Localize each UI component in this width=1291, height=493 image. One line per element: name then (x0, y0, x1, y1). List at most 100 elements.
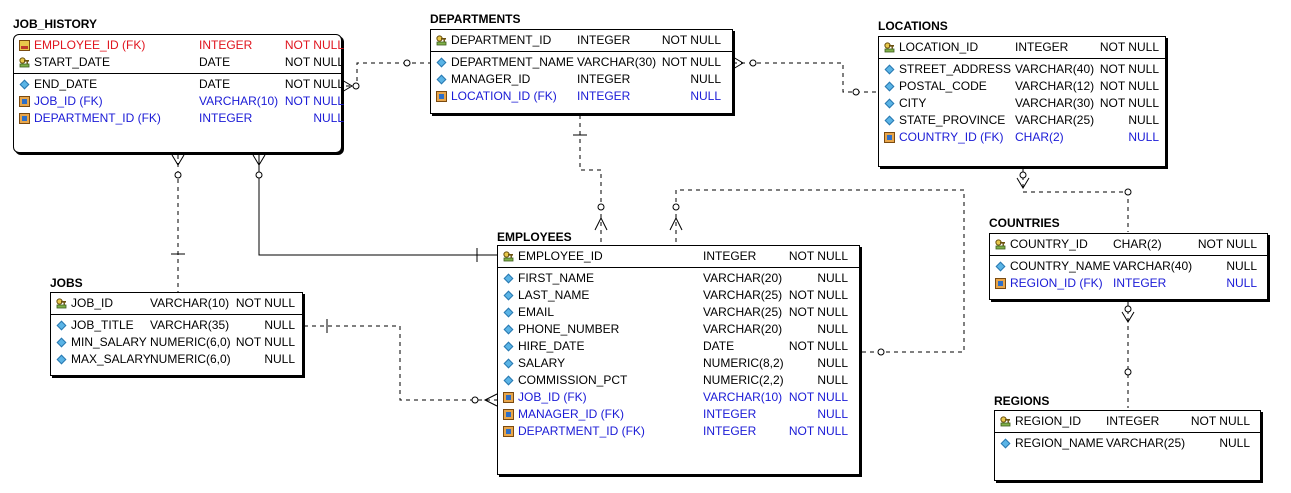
column-name: HIRE_DATE (518, 339, 585, 353)
column-type: INTEGER (1106, 414, 1160, 428)
column-type: VARCHAR(20) (703, 271, 783, 285)
column-name: POSTAL_CODE (899, 79, 987, 93)
column-nullability: NOT NULL (284, 38, 344, 52)
column-nullability: NULL (264, 318, 295, 332)
rel-regions-countries[interactable] (1121, 302, 1135, 408)
primary-key-icon (884, 39, 896, 56)
column-type: INTEGER (1015, 40, 1069, 54)
foreign-key-icon (436, 88, 448, 105)
column-row[interactable]: LOCATION_ID INTEGER NOT NULL (879, 39, 1165, 56)
column-type: INTEGER (577, 72, 631, 86)
column-row[interactable]: JOB_ID (FK)VARCHAR(10)NOT NULL (498, 389, 859, 406)
column-name: REGION_ID (FK) (1010, 276, 1103, 290)
attribute-icon (884, 112, 896, 129)
column-type: INTEGER (703, 249, 757, 263)
column-name: LOCATION_ID (FK) (451, 89, 557, 103)
column-nullability: NOT NULL (788, 288, 848, 302)
column-nullability: NOT NULL (1099, 79, 1159, 93)
column-type: CHAR(2) (1113, 237, 1162, 251)
column-name: EMAIL (518, 305, 555, 319)
column-name: DEPARTMENT_ID (FK) (518, 424, 645, 438)
rel-countries-locations[interactable] (1016, 168, 1132, 232)
column-name: JOB_TITLE (71, 318, 134, 332)
column-nullability: NOT NULL (235, 296, 295, 310)
rel-jobs-job-history[interactable] (171, 154, 185, 292)
column-row[interactable]: JOB_ID (FK)VARCHAR(10)NOT NULL (14, 93, 344, 110)
column-type: DATE (199, 77, 231, 91)
rel-locations-departments[interactable] (732, 56, 880, 96)
attribute-icon (56, 317, 68, 334)
column-name: COUNTRY_NAME (1010, 259, 1111, 273)
attribute-icon (503, 355, 515, 372)
rel-employees-job-history[interactable] (252, 154, 497, 262)
column-nullability: NOT NULL (284, 77, 344, 91)
rel-departments-job-history[interactable] (341, 59, 430, 93)
column-name: JOB_ID (FK) (518, 390, 587, 404)
column-nullability: NULL (1226, 276, 1257, 290)
rel-employees-manager[interactable] (669, 189, 965, 356)
column-name: MIN_SALARY (71, 335, 147, 349)
primary-key-icon (995, 236, 1007, 253)
column-type: DATE (703, 339, 735, 353)
attribute-icon (503, 372, 515, 389)
job-history-title: JOB_HISTORY (13, 17, 98, 31)
column-row[interactable]: COUNTRY_ID (FK)CHAR(2)NULL (879, 129, 1165, 146)
column-name: COUNTRY_ID (FK) (899, 130, 1004, 144)
column-nullability: NOT NULL (1099, 40, 1159, 54)
column-type: NUMERIC(6,0) (150, 352, 231, 366)
column-name: LOCATION_ID (899, 40, 979, 54)
locations-primary-key-section: LOCATION_ID INTEGER NOT NULL (879, 37, 1165, 59)
column-name: JOB_ID (71, 296, 114, 310)
column-name: STATE_PROVINCE (899, 113, 1006, 127)
attribute-icon (995, 258, 1007, 275)
attribute-icon (19, 76, 31, 93)
rel-jobs-employees[interactable] (304, 319, 498, 407)
rel-departments-employees[interactable] (573, 115, 608, 243)
primary-key-icon (503, 248, 515, 265)
column-name: MANAGER_ID (451, 72, 531, 86)
